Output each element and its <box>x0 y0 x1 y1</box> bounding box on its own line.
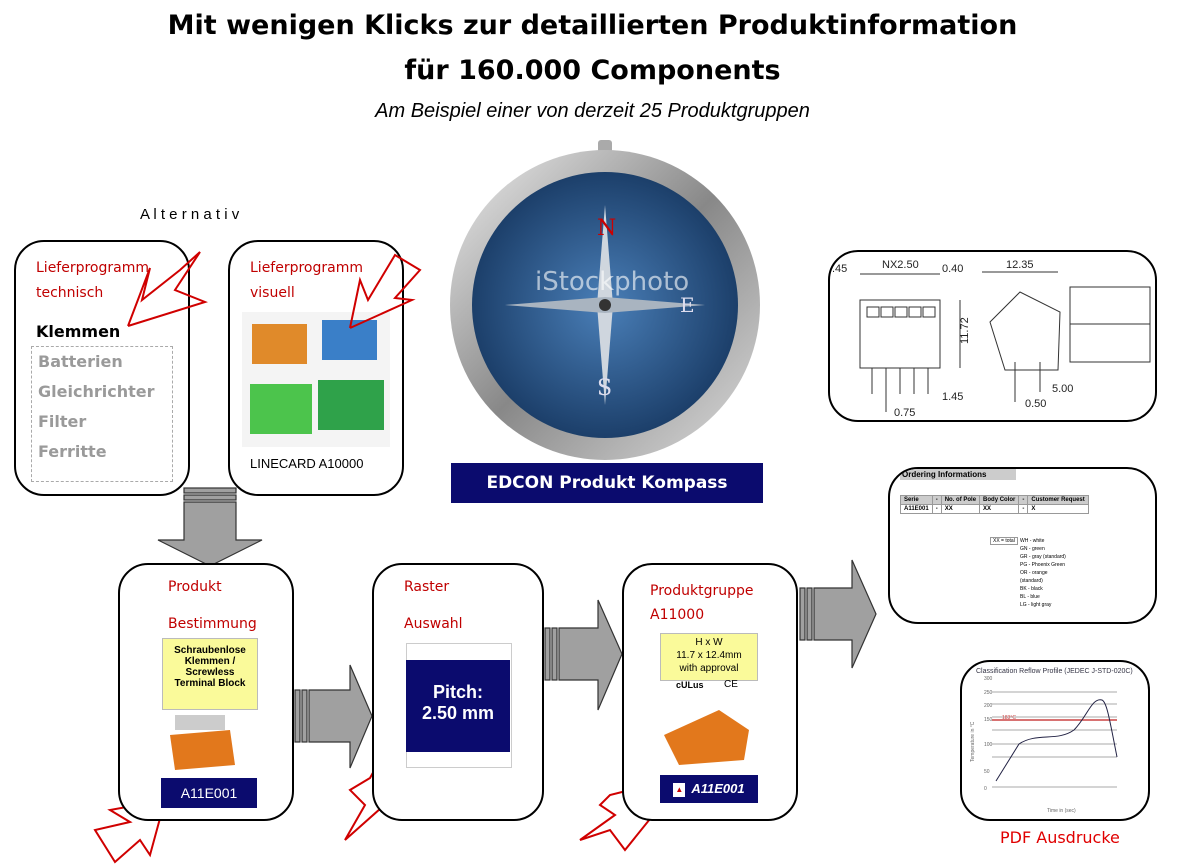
svg-text:12.35: 12.35 <box>1006 259 1034 271</box>
label: Produktgruppe <box>650 583 754 599</box>
box-lieferprogramm-visuell[interactable]: Lieferprogramm visuell LINECARD A10000 <box>228 240 404 496</box>
compass-image: N E S iStockphoto <box>450 140 760 460</box>
label: Raster <box>404 579 450 595</box>
svg-text:NX2.50: NX2.50 <box>882 259 919 271</box>
svg-text:0.40: 0.40 <box>942 263 963 275</box>
item-klemmen[interactable]: Klemmen <box>36 322 121 341</box>
pitch-label: Pitch: <box>432 682 483 702</box>
svg-text:.45: .45 <box>832 263 847 275</box>
step-raster-auswahl[interactable]: Raster Auswahl Pitch: 2.50 mm <box>372 563 544 821</box>
label: Lieferprogramm <box>36 260 149 276</box>
technical-drawing: NX2.50 .45 0.40 12.35 11.72 1.45 0.75 5.00 0… <box>832 259 1151 419</box>
box-lieferprogramm-technisch[interactable]: Lieferprogramm technisch Klemmen Batteri… <box>14 240 190 496</box>
other-items-list: Batterien Gleichrichter Filter Ferritte <box>31 346 173 482</box>
svg-text:iStockphoto: iStockphoto <box>535 267 689 297</box>
svg-text:S: S <box>597 376 612 401</box>
item-filter[interactable]: Filter <box>38 412 87 431</box>
terminal-block-image <box>170 715 235 770</box>
svg-text:E: E <box>680 293 695 317</box>
product-code: A11E001 <box>691 781 745 796</box>
reflow-profile-box[interactable]: Classification Reflow Profile (JEDEC J-S… <box>960 660 1150 821</box>
label: visuell <box>250 285 295 301</box>
svg-text:1.45: 1.45 <box>942 391 963 403</box>
arrow-right-icon <box>308 664 373 769</box>
subtitle: Am Beispiel einer von derzeit 25 Produkt… <box>375 100 810 122</box>
svg-text:250: 250 <box>984 690 993 696</box>
reflow-title: Classification Reflow Profile (JEDEC J-S… <box>976 668 1133 675</box>
svg-text:300: 300 <box>984 676 993 682</box>
ordering-title: Ordering Informations <box>900 469 1017 480</box>
ordering-note: XX = total <box>990 537 1018 545</box>
svg-text:0.75: 0.75 <box>894 407 915 419</box>
datasheet-code-button[interactable]: ▲ A11E001 <box>660 775 758 803</box>
item-gleichrichter[interactable]: Gleichrichter <box>38 382 155 401</box>
svg-text:150: 150 <box>984 717 993 723</box>
ul-mark: cULus <box>676 680 704 690</box>
pdf-icon: ▲ <box>673 782 686 797</box>
label: technisch <box>36 285 104 301</box>
title-line-2: für 160.000 Components <box>404 55 781 86</box>
svg-text:200: 200 <box>984 703 993 709</box>
label: A11000 <box>650 607 705 623</box>
svg-text:Temperature in °C: Temperature in °C <box>970 721 976 762</box>
svg-text:50: 50 <box>984 769 990 775</box>
title-line-1: Mit wenigen Klicks zur detaillierten Pro… <box>167 10 1018 41</box>
pdf-ausdrucke-label: PDF Ausdrucke <box>1000 828 1120 847</box>
svg-text:183°C: 183°C <box>1002 715 1016 721</box>
technical-drawing-box[interactable]: NX2.50 .45 0.40 12.35 11.72 1.45 0.75 5.00 0… <box>828 250 1157 422</box>
pitch-value: 2.50 mm <box>421 703 495 723</box>
ce-mark: CE <box>724 679 738 690</box>
product-card: Schraubenlose Klemmen / Screwless Termin… <box>162 638 258 710</box>
label: Auswahl <box>404 616 463 632</box>
reflow-chart: 300 250 200 150 100 50 0 183°C Time in (sec) T… <box>970 676 1118 814</box>
pitch-button[interactable]: Pitch: 2.50 mm <box>406 660 510 752</box>
linecard-caption: LINECARD A10000 <box>250 456 364 471</box>
pointer-arrow-icon <box>127 251 208 327</box>
svg-text:N: N <box>597 216 616 241</box>
svg-text:11.72: 11.72 <box>959 317 971 344</box>
terminal-blocks-image <box>242 312 390 447</box>
edcon-produkt-kompass-button[interactable]: EDCON Produkt Kompass <box>451 463 763 503</box>
arrow-right-icon <box>813 559 877 669</box>
svg-text:0: 0 <box>984 786 987 792</box>
item-ferritte[interactable]: Ferritte <box>38 442 107 461</box>
pointer-arrow-icon <box>349 253 422 329</box>
item-batterien[interactable]: Batterien <box>38 352 123 371</box>
alternativ-label: A l t e r n a t i v <box>140 206 240 223</box>
arrow-right-icon <box>558 599 623 711</box>
svg-text:5.00: 5.00 <box>1052 383 1073 395</box>
arrow-down-icon <box>157 501 263 567</box>
product-code-button[interactable]: A11E001 <box>161 778 257 808</box>
svg-text:Time in (sec): Time in (sec) <box>1047 808 1076 814</box>
label: Lieferprogramm <box>250 260 363 276</box>
label: Produkt <box>168 579 222 595</box>
svg-text:100: 100 <box>984 742 993 748</box>
svg-text:0.50: 0.50 <box>1025 398 1046 410</box>
step-produkt-bestimmung[interactable]: Produkt Bestimmung Schraubenlose Klemmen… <box>118 563 294 821</box>
label: Bestimmung <box>168 616 257 632</box>
terminal-block-image <box>664 710 749 765</box>
pointer-arrow-icon <box>93 799 166 864</box>
